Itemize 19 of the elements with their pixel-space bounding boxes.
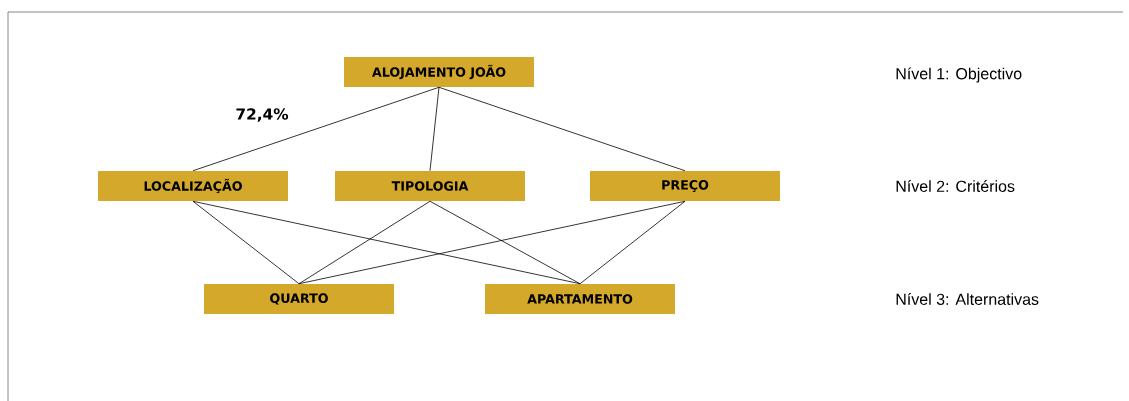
criterion-box: ALOJAMENTO JOÃO (344, 57, 534, 87)
connector-line (438, 86, 686, 172)
connector-line (298, 200, 686, 285)
connector-line (192, 200, 581, 285)
level-label: Nível 1: Objectivo (896, 67, 1022, 83)
connector-line (192, 86, 440, 172)
edge-label: 72,4% (236, 108, 289, 122)
connector-line (298, 200, 431, 285)
connector-line (429, 86, 440, 172)
criterion-box: TIPOLOGIA (335, 171, 525, 201)
connector-line (429, 200, 581, 285)
level-label: Nível 3: Alternativas (896, 293, 1039, 305)
criterion-box: QUARTO (204, 284, 394, 314)
criterion-box: LOCALIZAÇÃO (98, 171, 288, 201)
criterion-box: APARTAMENTO (485, 284, 675, 314)
level-label: Nível 2: Critérios (896, 180, 1015, 192)
connector-line (579, 200, 686, 285)
connector-line (192, 200, 300, 285)
criterion-box: PREÇO (590, 171, 780, 201)
